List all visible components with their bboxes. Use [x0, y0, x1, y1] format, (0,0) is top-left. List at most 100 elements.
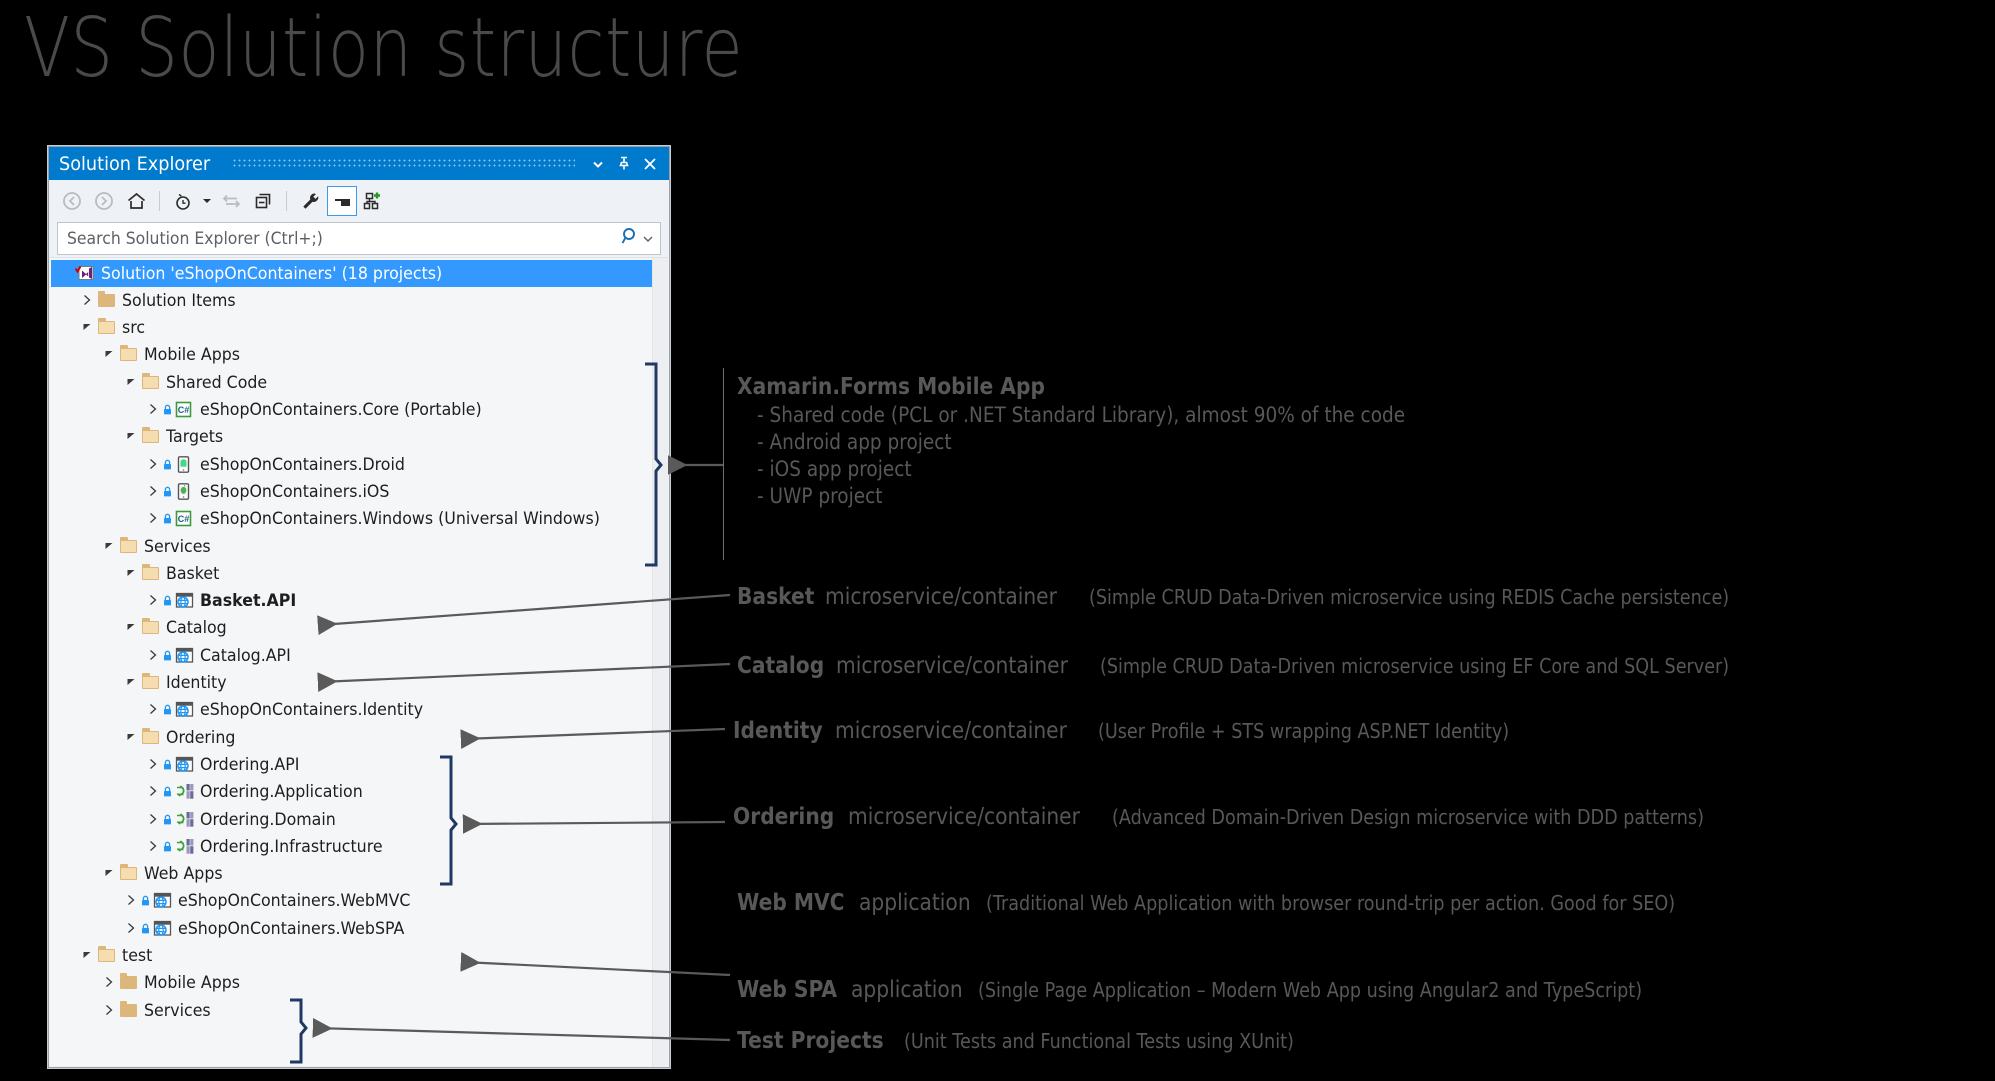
chevron-right-icon[interactable] — [144, 758, 162, 772]
chevron-right-icon[interactable] — [144, 594, 162, 608]
tree-row[interactable]: Basket.API — [50, 588, 303, 615]
search-dropdown-arrow[interactable] — [642, 230, 654, 248]
tree-row[interactable]: Ordering.Application — [50, 779, 375, 806]
tree-row-label: Mobile Apps — [144, 973, 241, 994]
chevron-down-icon[interactable] — [78, 321, 96, 335]
tree-row[interactable]: Catalog — [50, 615, 231, 642]
chevron-down-icon[interactable] — [585, 151, 611, 177]
annotation-basket-mid: microservice/container — [825, 584, 1057, 610]
lock-icon — [162, 704, 173, 716]
tree-row[interactable]: Ordering — [50, 724, 241, 751]
chevron-down-icon[interactable] — [100, 867, 118, 881]
chevron-right-icon[interactable] — [122, 922, 140, 936]
tree-row[interactable]: Ordering.Domain — [50, 806, 346, 833]
annotation-basket-detail: (Simple CRUD Data-Driven microservice us… — [1088, 585, 1729, 609]
search-input[interactable]: Search Solution Explorer (Ctrl+;) — [57, 222, 661, 255]
chevron-right-icon[interactable] — [144, 485, 162, 499]
chevron-down-icon[interactable] — [122, 376, 140, 390]
tree-row[interactable]: Ordering.Infrastructure — [50, 833, 396, 860]
annotation-test-projects: Test Projects (Unit Tests and Functional … — [737, 1028, 1347, 1054]
forward-button[interactable] — [89, 186, 119, 216]
tree-row[interactable]: Mobile Apps — [50, 342, 247, 369]
annotation-web-mvc-name: Web MVC — [737, 890, 845, 916]
search-icon[interactable] — [620, 226, 642, 251]
tree-row[interactable]: Solution 'eShopOnContainers' (18 project… — [51, 260, 652, 287]
tree-row[interactable]: eShopOnContainers.Droid — [50, 451, 420, 478]
chevron-right-icon[interactable] — [144, 649, 162, 663]
tree-row[interactable]: src — [50, 315, 147, 342]
solution-explorer-titlebar: Solution Explorer — [49, 147, 669, 180]
chevron-right-icon[interactable] — [122, 894, 140, 908]
folder-closed-icon — [118, 973, 140, 992]
tree-scrollbar[interactable] — [652, 258, 668, 1066]
chevron-right-icon[interactable] — [144, 785, 162, 799]
tree-row[interactable]: eShopOnContainers.WebSPA — [50, 915, 421, 942]
pending-changes-dropdown-arrow[interactable] — [200, 186, 214, 216]
annotation-catalog-mid: microservice/container — [836, 653, 1069, 679]
annotation-xamarin: Xamarin.Forms Mobile App - Shared code (… — [737, 374, 1493, 510]
annotation-test-projects-detail: (Unit Tests and Functional Tests using X… — [903, 1029, 1294, 1053]
chevron-right-icon[interactable] — [100, 976, 118, 990]
tree-row[interactable]: Catalog.API — [50, 642, 298, 669]
collapse-all-button[interactable] — [248, 186, 278, 216]
lock-icon — [162, 404, 173, 416]
tree-row[interactable]: Solution Items — [50, 287, 244, 314]
chevron-down-icon[interactable] — [122, 621, 140, 635]
solution-tree[interactable]: Solution 'eShopOnContainers' (18 project… — [50, 257, 668, 1066]
tree-row[interactable]: eShopOnContainers.Identity — [50, 697, 440, 724]
close-icon[interactable] — [637, 151, 663, 177]
annotation-test-projects-name: Test Projects — [737, 1028, 884, 1054]
chevron-down-icon[interactable] — [122, 676, 140, 690]
tree-row[interactable]: eShopOnContainers.iOS — [50, 478, 404, 505]
properties-button[interactable] — [295, 186, 325, 216]
show-all-files-button[interactable] — [359, 186, 389, 216]
chevron-right-icon[interactable] — [144, 703, 162, 717]
pin-icon[interactable] — [611, 151, 637, 177]
lock-icon — [162, 814, 173, 826]
back-button[interactable] — [57, 186, 87, 216]
lock-icon — [140, 895, 151, 907]
tree-row-label: Shared Code — [166, 372, 268, 393]
tree-row[interactable]: Shared Code — [50, 369, 275, 396]
chevron-right-icon[interactable] — [144, 840, 162, 854]
tree-row[interactable]: test — [50, 943, 155, 970]
home-button[interactable] — [121, 186, 151, 216]
tree-row[interactable]: eShopOnContainers.WebMVC — [50, 888, 428, 915]
chevron-right-icon[interactable] — [144, 458, 162, 472]
chevron-right-icon[interactable] — [78, 294, 96, 308]
tree-row-label: Services — [144, 1000, 211, 1021]
chevron-down-icon[interactable] — [100, 540, 118, 554]
xamarin-divider-line — [723, 368, 724, 560]
solution-explorer-window: Solution Explorer — [48, 146, 670, 1068]
web-project-icon — [174, 756, 196, 774]
tree-row[interactable]: Targets — [50, 424, 227, 451]
chevron-right-icon[interactable] — [100, 1004, 118, 1018]
tree-row[interactable]: C# eShopOnContainers.Windows (Universal … — [50, 506, 630, 533]
tree-row[interactable]: Ordering.API — [50, 751, 307, 778]
chevron-down-icon[interactable] — [78, 949, 96, 963]
tree-row[interactable]: Mobile Apps — [50, 970, 247, 997]
tree-row[interactable]: Web Apps — [50, 861, 229, 888]
tree-row-label: Ordering.API — [200, 754, 300, 775]
tree-row-label: Mobile Apps — [144, 345, 241, 366]
tree-row-label: Targets — [166, 427, 224, 448]
chevron-right-icon[interactable] — [144, 813, 162, 827]
pending-changes-button[interactable] — [168, 186, 198, 216]
chevron-down-icon[interactable] — [122, 731, 140, 745]
tree-row[interactable]: Basket — [50, 560, 223, 587]
chevron-right-icon[interactable] — [144, 512, 162, 526]
chevron-down-icon[interactable] — [100, 348, 118, 362]
annotation-catalog-detail: (Simple CRUD Data-Driven microservice us… — [1099, 654, 1729, 678]
chevron-down-icon[interactable] — [122, 430, 140, 444]
library-project-icon — [174, 838, 196, 856]
preview-selected-items-button[interactable] — [327, 185, 357, 216]
toolbar-separator — [286, 190, 287, 211]
sync-with-active-document-button[interactable] — [216, 186, 246, 216]
tree-row[interactable]: Services — [50, 997, 216, 1024]
chevron-right-icon[interactable] — [144, 403, 162, 417]
folder-open-icon — [140, 563, 162, 583]
tree-row[interactable]: Services — [50, 533, 216, 560]
tree-row[interactable]: Identity — [50, 670, 231, 697]
chevron-down-icon[interactable] — [122, 567, 140, 581]
tree-row[interactable]: C# eShopOnContainers.Core (Portable) — [50, 397, 503, 424]
